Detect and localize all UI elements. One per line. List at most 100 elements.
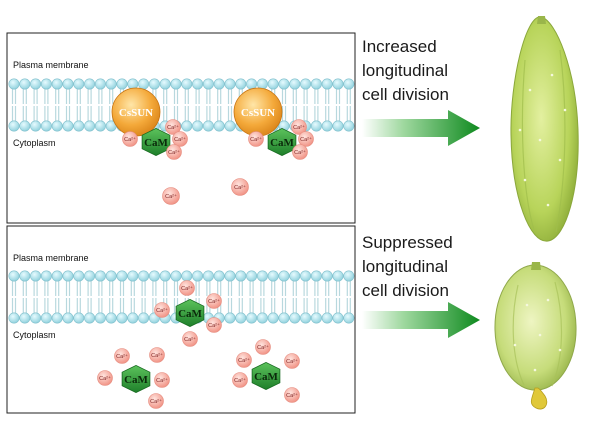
lipid-head [62,120,74,132]
lipid-head [84,312,96,324]
round-cucumber-image [494,262,577,410]
lipid-head [343,270,355,282]
lipid-head [300,270,312,282]
elongated-cucumber-image [510,16,579,242]
calmodulin-protein: CaM [141,127,171,157]
calcium-ion: Ca²⁺ [166,144,182,160]
lipid-head [127,270,139,282]
svg-text:CaM: CaM [254,371,278,383]
svg-text:Ca²⁺: Ca²⁺ [150,398,162,405]
bottom-cytoplasm-label: Cytoplasm [13,330,56,340]
lipid-head [73,312,85,324]
lipid-head [181,78,193,90]
svg-text:Ca²⁺: Ca²⁺ [208,298,220,305]
lipid-head [73,120,85,132]
lipid-head [202,120,214,132]
bottom-caption-line-3: cell division [362,281,449,300]
lipid-head [235,270,247,282]
lipid-head [213,78,225,90]
lipid-head [224,270,236,282]
lipid-head [289,312,301,324]
svg-text:CaM: CaM [144,137,168,149]
lipid-head [192,270,204,282]
lipid-head [159,270,171,282]
bottom-membrane-label: Plasma membrane [13,253,89,263]
svg-text:Ca²⁺: Ca²⁺ [174,136,186,143]
lipid-head [138,312,150,324]
svg-text:Ca²⁺: Ca²⁺ [151,352,163,359]
lipid-head [8,312,20,324]
lipid-head [19,78,31,90]
top-cytoplasm-label: Cytoplasm [13,138,56,148]
lipid-head [51,120,63,132]
lipid-head [40,120,52,132]
top-caption-line-3: cell division [362,85,449,104]
lipid-head [84,78,96,90]
calcium-ion: Ca²⁺ [284,387,300,403]
lipid-head [267,312,279,324]
top-membrane-label: Plasma membrane [13,60,89,70]
bottom-caption-line-1: Suppressed [362,233,453,252]
svg-text:Ca²⁺: Ca²⁺ [167,124,179,131]
lipid-head [170,270,182,282]
svg-text:CaM: CaM [124,374,148,386]
top-arrow-icon [362,110,480,146]
lipid-head [62,270,74,282]
lipid-head [127,312,139,324]
lipid-head [8,120,20,132]
lipid-head [40,312,52,324]
bottom-arrow-icon [362,302,480,338]
lipid-head [224,120,236,132]
lipid-head [289,270,301,282]
lipid-head [310,270,322,282]
lipid-head [246,78,258,90]
lipid-head [51,312,63,324]
lipid-head [116,312,128,324]
lipid-head [310,78,322,90]
calmodulin-protein: CaM [121,364,151,394]
lipid-head [105,78,117,90]
svg-text:Ca²⁺: Ca²⁺ [238,357,250,364]
lipid-head [213,270,225,282]
svg-text:Ca²⁺: Ca²⁺ [286,392,298,399]
lipid-head [332,312,344,324]
top-caption-line-2: longitudinal [362,61,448,80]
lipid-head [30,312,42,324]
lipid-head [116,78,128,90]
lipid-head [310,120,322,132]
calcium-ion: Ca²⁺ [206,317,222,333]
cssun-protein: CsSUN [233,87,283,137]
lipid-head [94,120,106,132]
calcium-ion: Ca²⁺ [291,119,307,135]
cssun-protein: CsSUN [111,87,161,137]
lipid-head [256,312,268,324]
svg-text:Ca²⁺: Ca²⁺ [116,353,128,360]
lipid-head [202,270,214,282]
calcium-ion: Ca²⁺ [122,131,138,147]
calcium-ion: Ca²⁺ [232,372,248,388]
lipid-head [278,270,290,282]
lipid-head [332,78,344,90]
svg-text:Ca²⁺: Ca²⁺ [124,136,136,143]
lipid-head [8,270,20,282]
svg-text:Ca²⁺: Ca²⁺ [234,377,246,384]
lipid-head [343,312,355,324]
lipid-head [289,78,301,90]
svg-text:Ca²⁺: Ca²⁺ [286,358,298,365]
lipid-head [300,312,312,324]
lipid-head [235,78,247,90]
lipid-head [19,120,31,132]
lipid-head [224,78,236,90]
calcium-ion: Ca²⁺ [165,119,181,135]
calcium-ion: Ca²⁺ [236,352,252,368]
lipid-head [246,270,258,282]
bottom-caption-line-2: longitudinal [362,257,448,276]
calcium-ion: Ca²⁺ [172,131,188,147]
svg-text:Ca²⁺: Ca²⁺ [257,344,269,351]
lipid-head [116,270,128,282]
lipid-head [235,312,247,324]
lipid-head [192,78,204,90]
lipid-head [51,270,63,282]
lipid-head [202,78,214,90]
lipid-head [343,78,355,90]
